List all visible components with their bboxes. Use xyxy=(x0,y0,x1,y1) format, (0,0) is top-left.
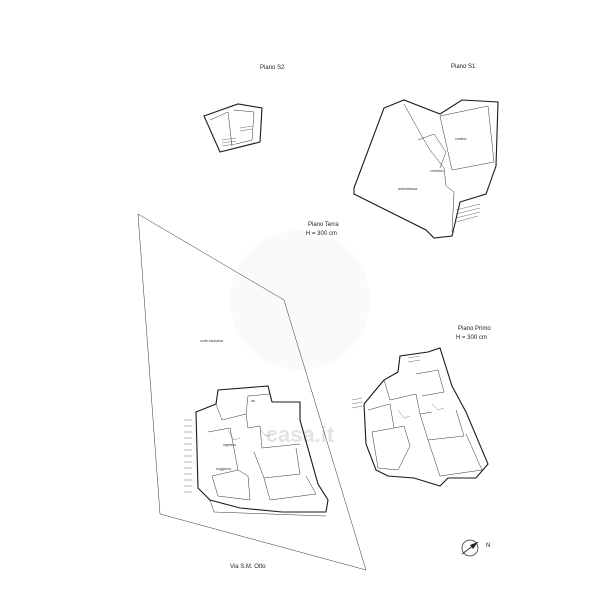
label-piano-terra: Piano Terra xyxy=(308,222,339,228)
room-label-autorimessa: autorimessa xyxy=(398,187,417,191)
room-label-ingresso: ingresso xyxy=(223,443,236,447)
label-piano-s1: Piano S1 xyxy=(451,64,476,70)
north-label: N xyxy=(486,543,490,549)
plan-piano-s1: cantina corridoio autorimessa xyxy=(353,99,499,239)
label-piano-s2: Piano S2 xyxy=(260,65,285,71)
room-label-soggiorno: soggiorno xyxy=(216,467,231,471)
plan-piano-s2 xyxy=(203,103,263,153)
label-piano-primo: Piano Primo xyxy=(458,326,491,332)
room-label-corridoio: corridoio xyxy=(430,169,443,173)
room-label-corte: corte esclusiva xyxy=(200,339,223,343)
label-piano-primo-height: H = 300 cm xyxy=(456,335,487,341)
label-piano-terra-height: H = 300 cm xyxy=(306,231,337,237)
watermark: casa.it xyxy=(230,230,370,447)
plan-piano-terra: corte esclusiva ingresso xyxy=(137,213,367,571)
street-label: Via S.M. Otto xyxy=(230,564,266,570)
watermark-text: casa.it xyxy=(266,422,335,447)
room-label-wc: wc xyxy=(251,399,256,403)
north-arrow-icon xyxy=(461,539,479,557)
plan-piano-primo xyxy=(351,347,489,487)
room-label-cantina: cantina xyxy=(455,137,466,141)
